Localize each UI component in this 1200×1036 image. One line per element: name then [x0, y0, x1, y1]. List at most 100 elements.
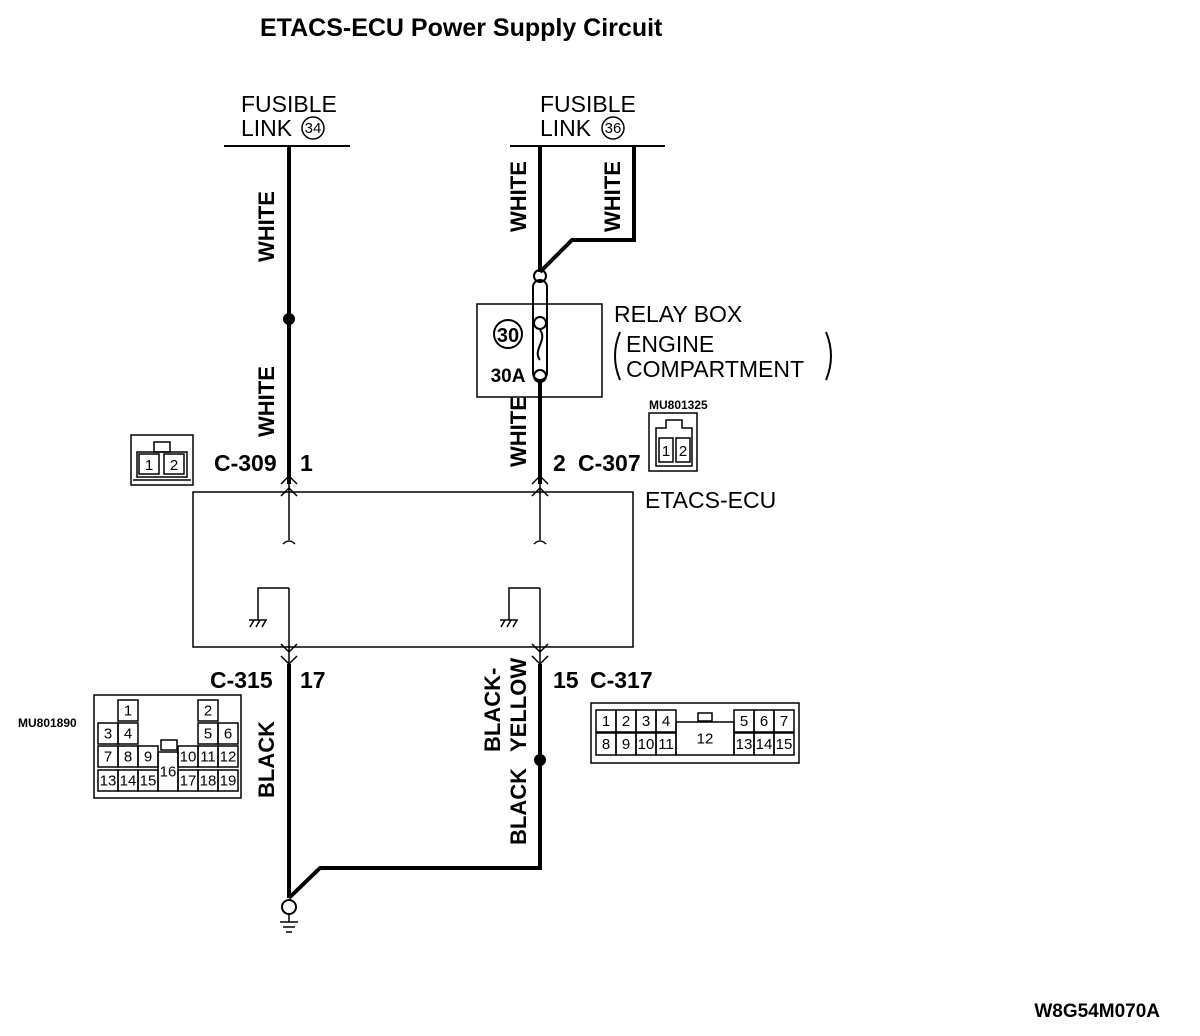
connector-c315-pin-label: 17: [180, 773, 197, 790]
ecu-internal-ground-right: [508, 587, 540, 620]
connector-c317-pin-cell: [675, 721, 735, 756]
connector-c309-pin-cell: [163, 453, 185, 475]
connector-c307-pin-cell: [675, 437, 691, 463]
connector-c317-pin-label: 14: [756, 736, 773, 753]
connector-c317-pin-cell: [773, 709, 795, 733]
connector-symbol-c309-bottom: [280, 486, 298, 497]
relay-box-paren-left: [614, 331, 621, 381]
connector-c315-pin-cell: [160, 739, 178, 751]
connector-c315-name: C-315: [210, 667, 273, 693]
ground-terminal-icon: [281, 899, 297, 915]
connector-c317-pin-label: 2: [622, 713, 630, 730]
connector-c315-pin-label: 18: [200, 773, 217, 790]
connector-c315-pin-label: 3: [104, 726, 112, 743]
connector-c317-pin-label: 9: [622, 736, 630, 753]
connector-c315-part-number: MU801890: [18, 716, 77, 730]
fusible-link-34: FUSIBLE LINK 34: [224, 91, 350, 147]
wire-right-white-b: [538, 146, 636, 274]
connector-c315-pin-label: 15: [140, 773, 157, 790]
connector-c317-icon: [590, 702, 800, 764]
connector-c315-pin-label: 14: [120, 773, 137, 790]
connector-c307-pin: 2: [553, 450, 566, 476]
wire-label-ground-left: BLACK: [254, 721, 279, 798]
relay-box-location-line1: ENGINE: [626, 331, 714, 357]
relay-box-title: RELAY BOX: [614, 301, 742, 327]
etacs-ecu: ETACS-ECU: [192, 474, 776, 666]
ecu-input-right-end: [533, 540, 547, 545]
fusible-link-36-label-line1: FUSIBLE: [540, 91, 636, 117]
wire-label-ground-right-lower: BLACK: [506, 768, 531, 845]
connector-c309-latch: [153, 441, 171, 453]
connector-c315-pin-label: 1: [124, 703, 132, 720]
connector-symbol-c315-top: [280, 643, 298, 654]
fuse-rating: 30A: [491, 366, 526, 387]
fuse-terminal-mid: [533, 316, 547, 330]
body-ground-icon: [280, 899, 298, 933]
connector-c315-pin-label: 7: [104, 749, 112, 766]
connector-c309-icon: [130, 434, 194, 486]
diagram-code: W8G54M070A: [1034, 1001, 1160, 1022]
connector-c309-pin-label: 1: [145, 457, 153, 474]
fusible-link-34-label-line2: LINK: [241, 115, 293, 141]
connector-c307-pin-label: 2: [679, 443, 687, 460]
connector-c317-pin-label: 13: [736, 736, 753, 753]
connector-c315-pin-label: 13: [100, 773, 117, 790]
connector-c309-name: C-309: [214, 450, 277, 476]
connector-c315-pin-cell: [217, 769, 239, 792]
fuse-element: [536, 329, 544, 361]
connector-c315-pin-label: 4: [124, 726, 132, 743]
fuse-number-circle: [493, 319, 523, 349]
connector-c317-pin-cell: [697, 712, 713, 722]
connector-c315-pin-cell: [217, 745, 239, 768]
connector-c307-icon: [648, 412, 698, 472]
fuse-terminal-top: [533, 269, 547, 283]
connector-c315-pin-label: 19: [220, 773, 237, 790]
connector-c317-pin-label: 6: [760, 713, 768, 730]
relay-box: 30 30A RELAY BOX ENGINE COMPARTMENT: [476, 269, 832, 398]
connector-c315-pin-cell: [217, 722, 239, 745]
wire-label-right-upper-b: WHITE: [600, 161, 625, 232]
connector-c317-pin-label: 3: [642, 713, 650, 730]
chassis-ground-icon: [500, 619, 518, 628]
fusible-link-34-number-circle: [301, 116, 325, 140]
wire-label-left-lower: WHITE: [254, 366, 279, 437]
connector-c315-pin-label: 16: [160, 764, 177, 781]
connector-c315-pin-label: 10: [180, 749, 197, 766]
connector-c315-pin-cell: [197, 699, 219, 722]
connector-c307: 2 C-307 MU801325 1 2: [553, 398, 708, 476]
wire-label-right-mid: WHITE: [506, 396, 531, 467]
connector-c317-name: C-317: [590, 667, 653, 693]
connector-c315-pin-label: 8: [124, 749, 132, 766]
splice-dot-right: [534, 754, 546, 766]
wire-label-right-upper-a: WHITE: [506, 161, 531, 232]
connector-c307-name: C-307: [578, 450, 641, 476]
connector-c307-housing: [655, 419, 693, 467]
connector-c317-pin-cell: [773, 732, 795, 756]
connector-c315-pin-label: 2: [204, 703, 212, 720]
ecu-internal-ground-left: [257, 587, 289, 620]
fusible-link-36-number: 36: [605, 120, 622, 137]
chassis-ground-icon: [249, 619, 267, 628]
connector-c309: C-309 1 1 2: [130, 434, 313, 486]
connector-symbol-c317-top: [531, 643, 549, 654]
connector-c307-pin-cell: [658, 437, 674, 463]
connector-c315-pin-label: 5: [204, 726, 212, 743]
fuse-number: 30: [497, 325, 519, 347]
diagram-title: ETACS-ECU Power Supply Circuit: [260, 14, 663, 42]
wire-label-ground-right-line1: BLACK-: [480, 668, 505, 752]
connector-c309-pin-cell: [138, 453, 160, 475]
connector-c309-pin: 1: [300, 450, 313, 476]
connector-c315-pin-label: 12: [220, 749, 237, 766]
connector-c317-pin-label: 11: [658, 736, 674, 753]
connector-c317-pin-label: 15: [776, 736, 793, 753]
connector-c317-pin-label: 1: [602, 713, 610, 730]
ecu-input-left-end: [282, 540, 296, 545]
connector-c317-pin-label: 10: [638, 736, 655, 753]
connector-c315-pin-label: 9: [144, 749, 152, 766]
connector-symbol-c307-top: [531, 474, 549, 485]
